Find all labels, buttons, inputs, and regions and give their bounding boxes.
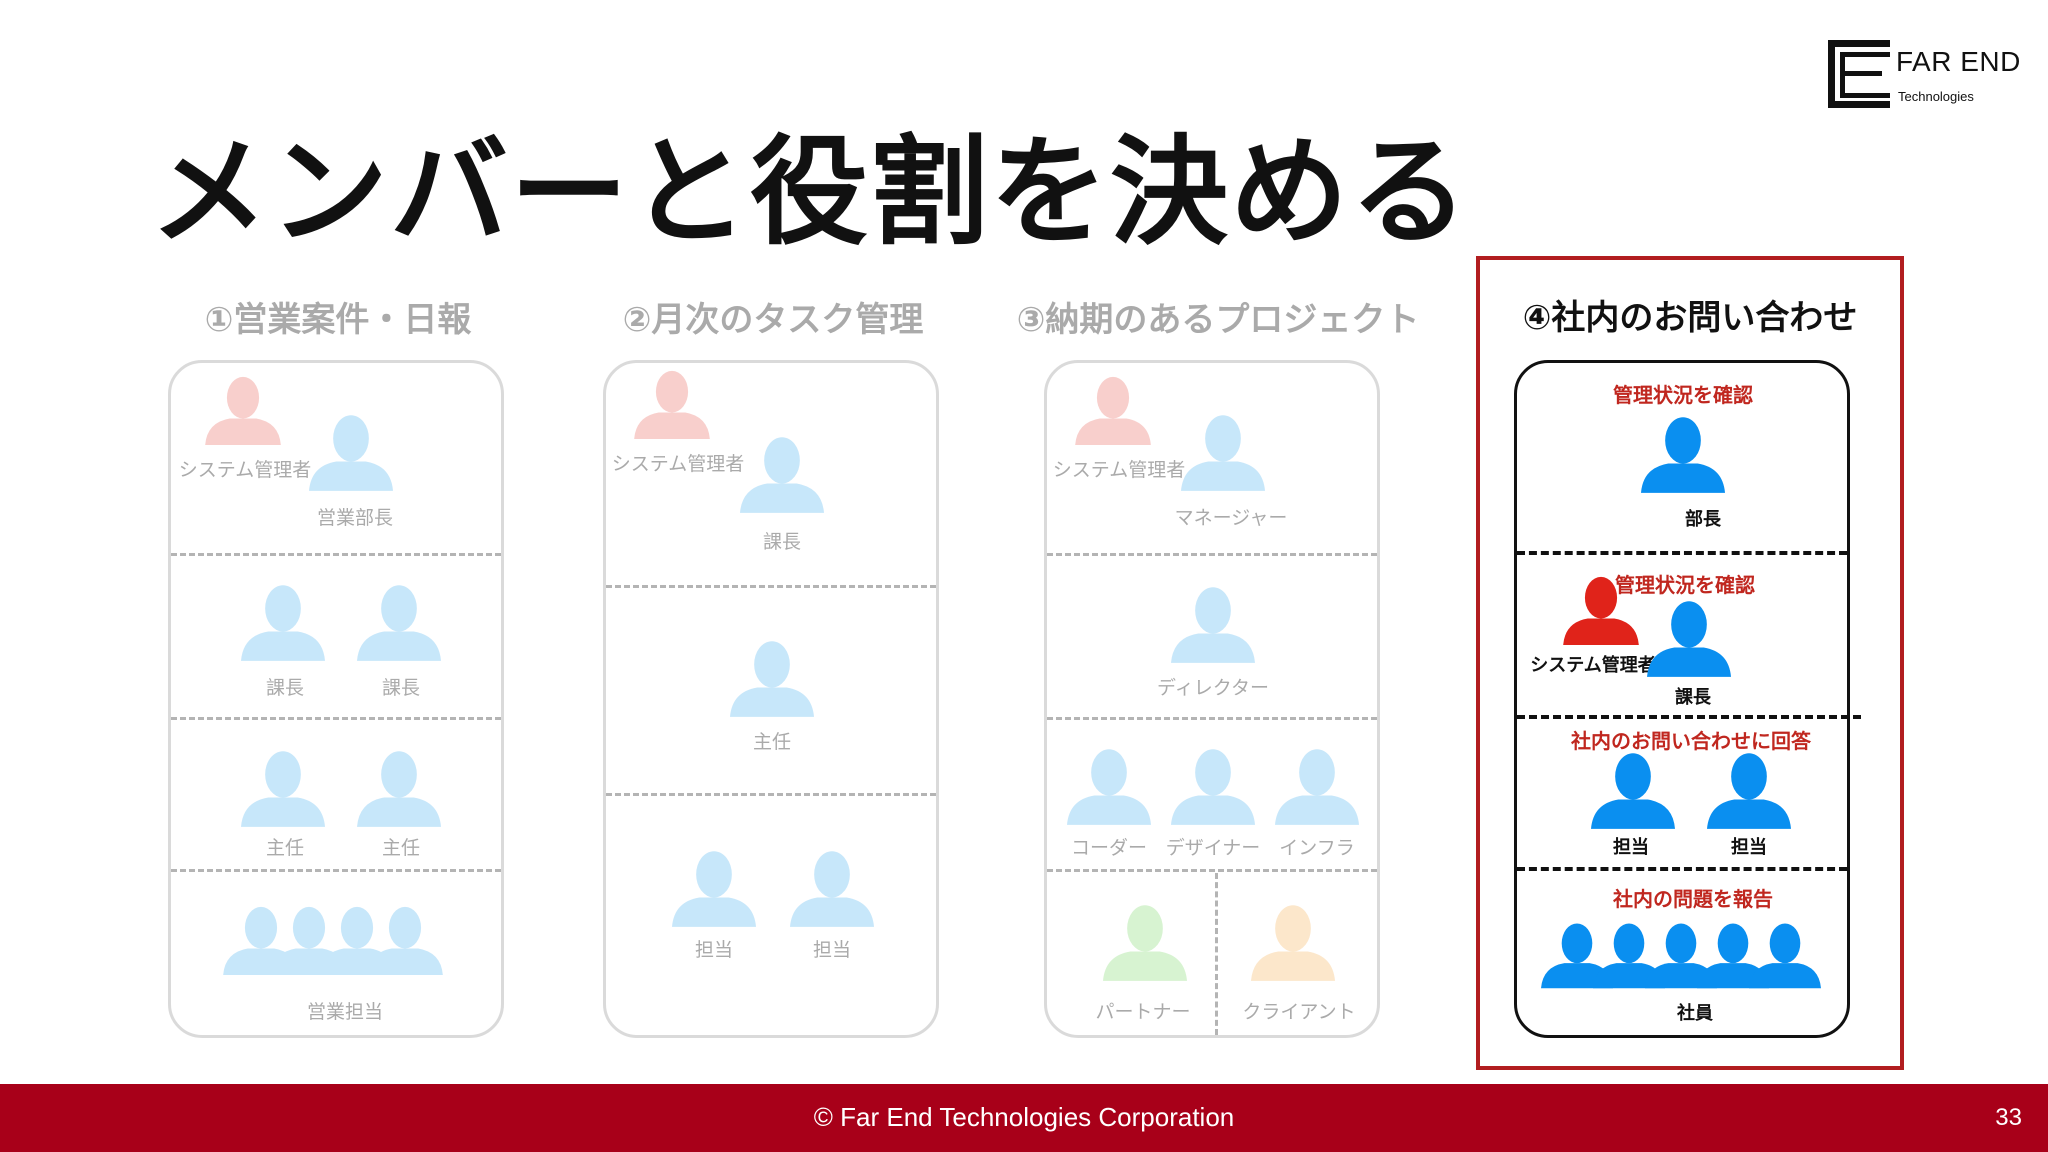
role-label: 主任 [381,837,421,859]
person-icon [357,749,441,827]
person-icon [357,583,441,661]
panel-sales-reports: システム管理者 営業部長 課長 課長 主任 主任 営業担当 [168,360,504,1038]
role-note: 社内の問題を報告 [1613,887,1773,911]
person-icon [790,849,874,927]
role-note: 社内のお問い合わせに回答 [1571,729,1811,753]
column-heading-1: ①営業案件・日報 [204,300,472,340]
column-heading-2: ②月次のタスク管理 [622,300,924,340]
person-icon [1591,751,1675,829]
highlight-frame [1476,256,1904,1070]
column-divider [1215,873,1218,1035]
role-label: インフラ [1279,837,1355,859]
person-icon [1067,747,1151,825]
role-label: デザイナー [1165,837,1261,859]
panel-internal-inquiries: 管理状況を確認 部長 管理状況を確認 システム管理者 課長 社内のお問い合わせに… [1514,360,1861,1038]
tier-divider [606,793,936,796]
tier-divider [171,869,501,872]
person-icon [1075,375,1151,445]
role-label: システム管理者 [1052,459,1186,481]
role-label: システム管理者 [1530,655,1656,676]
person-icon [730,639,814,717]
role-label: パートナー [1095,1001,1191,1023]
role-label: 課長 [381,677,421,699]
person-icon [672,849,756,927]
role-label: 部長 [1685,509,1721,530]
person-icon [1707,751,1791,829]
tier-divider [1047,553,1377,556]
company-logo: FAR END Technologies [1826,38,2020,110]
person-icon [205,375,281,445]
tier-divider [1517,867,1847,871]
person-icon [1647,599,1731,677]
logo-subtitle: Technologies [1898,89,1974,104]
page-number: 33 [1995,1104,2022,1131]
tier-divider [171,717,501,720]
far-end-logo-icon [1828,40,1890,108]
panel-deadline-project: システム管理者 マネージャー ディレクター コーダー デザイナー インフラ パー… [1044,360,1380,1038]
tier-divider [1047,717,1377,720]
role-label: 営業担当 [306,1001,384,1023]
role-label: 主任 [752,731,792,753]
tier-divider [171,553,501,556]
column-heading-3: ③納期のあるプロジェクト [1016,300,1420,340]
person-icon [241,749,325,827]
person-icon [309,413,393,491]
slide-title: メンバーと役割を決める [150,123,1471,261]
logo-wordmark: FAR END [1896,46,2021,77]
role-label: 社員 [1677,1003,1713,1024]
person-icon [1181,413,1265,491]
person-icon [1251,903,1335,981]
person-icon [1563,575,1639,645]
tier-divider [1517,551,1847,555]
role-label: 課長 [762,531,802,553]
person-icon [1641,415,1725,493]
role-label: 主任 [265,837,305,859]
person-icon [1275,747,1359,825]
role-label: 担当 [1613,837,1649,858]
copyright-text: © Far End Technologies Corporation [813,1102,1235,1132]
person-icon [241,583,325,661]
role-label: 担当 [694,939,734,961]
role-note: 管理状況を確認 [1613,383,1753,407]
role-label: コーダー [1070,837,1148,859]
role-label: ディレクター [1157,677,1269,699]
role-label: 課長 [265,677,305,699]
column-heading-4: ④社内のお問い合わせ [1522,298,1858,338]
person-icon [1171,585,1255,663]
person-icon [367,905,443,975]
role-label: 営業部長 [316,507,394,529]
tier-divider [1047,869,1377,872]
role-label: 担当 [1731,837,1767,858]
person-icon [634,369,710,439]
footer-bar: © Far End Technologies Corporation 33 [0,1084,2048,1152]
tier-divider [1517,715,1861,719]
person-icon [1749,921,1821,989]
role-label: 課長 [1675,687,1711,708]
role-label: 担当 [812,939,852,961]
tier-divider [606,585,936,588]
person-icon [740,435,824,513]
role-label: システム管理者 [611,453,745,475]
person-icon [1171,747,1255,825]
role-label: マネージャー [1174,507,1288,529]
role-note: 管理状況を確認 [1615,573,1755,597]
role-label: システム管理者 [178,459,312,481]
role-label: クライアント [1242,1001,1356,1023]
panel-monthly-tasks: システム管理者 課長 主任 担当 担当 [603,360,939,1038]
person-icon [1103,903,1187,981]
